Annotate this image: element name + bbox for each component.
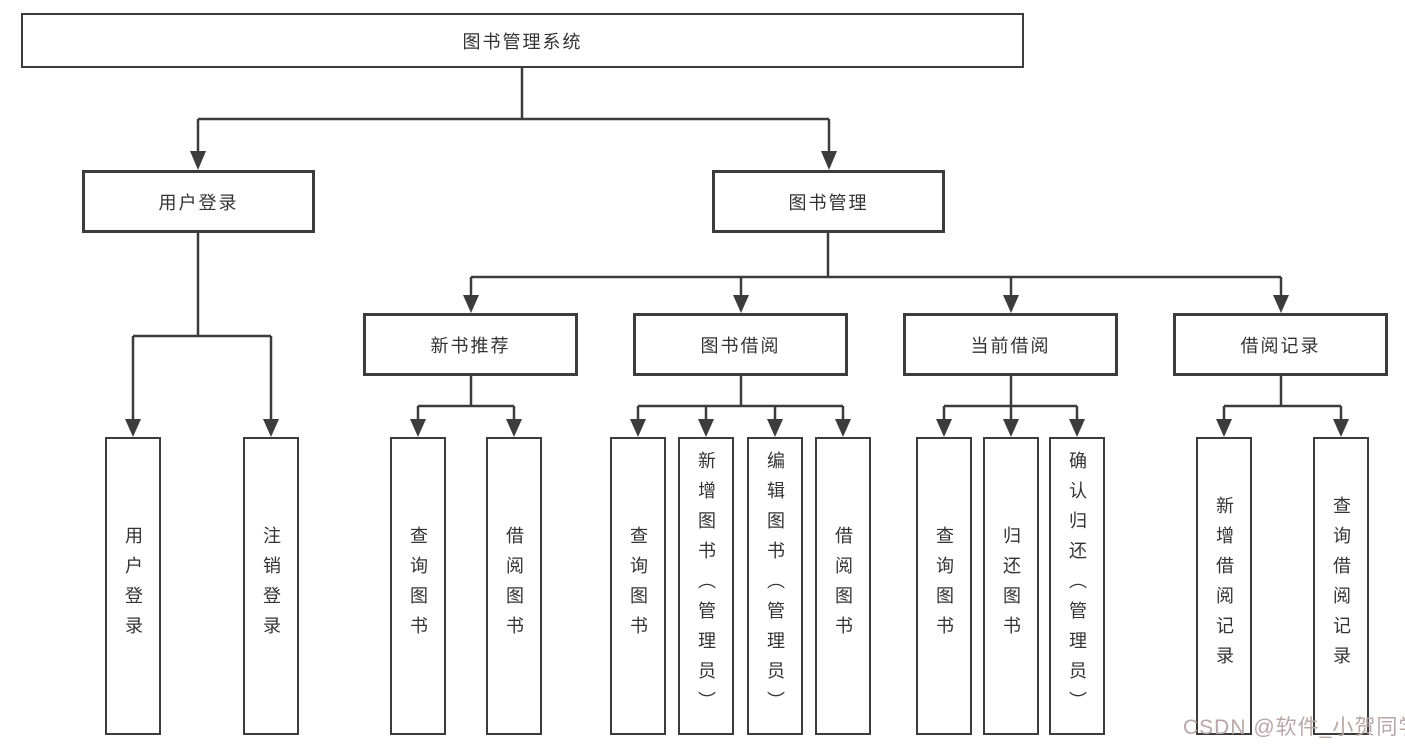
arrow-icon <box>263 419 279 437</box>
leaf-records-add-record: 新增借阅记录 <box>1196 437 1252 735</box>
node-user-login-branch: 用户登录 <box>82 170 315 233</box>
node-user-login-branch-label: 用户登录 <box>158 192 239 213</box>
leaf-records-query-record: 查询借阅记录 <box>1313 437 1369 735</box>
leaf-recommend-query-books-label: 查询图书 <box>408 526 428 646</box>
node-root-system: 图书管理系统 <box>21 13 1024 68</box>
leaf-current-confirm-return-admin-label: 确认归还（管理员） <box>1067 451 1087 721</box>
leaf-recommend-borrow-books-label: 借阅图书 <box>504 526 524 646</box>
arrow-icon <box>190 151 206 170</box>
leaf-records-query-record-label: 查询借阅记录 <box>1331 496 1351 676</box>
leaf-borrowing-query-books: 查询图书 <box>610 437 666 735</box>
leaf-current-return-books-label: 归还图书 <box>1001 526 1021 646</box>
leaf-current-confirm-return-admin: 确认归还（管理员） <box>1049 437 1105 735</box>
wire-records-to-leaves <box>1222 376 1343 420</box>
csdn-watermark: CSDN @软件_小贺同学 <box>1183 716 1405 739</box>
arrow-icon <box>125 419 141 437</box>
node-new-book-recommend: 新书推荐 <box>363 313 578 376</box>
node-borrowing-records: 借阅记录 <box>1173 313 1388 376</box>
arrow-icon <box>767 419 783 437</box>
node-book-management-branch-label: 图书管理 <box>788 192 869 213</box>
leaf-recommend-borrow-books: 借阅图书 <box>486 437 542 735</box>
leaf-logout-label: 注销登录 <box>261 526 281 646</box>
wire-root-to-level2 <box>196 68 831 153</box>
node-current-borrowing-label: 当前借阅 <box>970 335 1051 356</box>
leaf-borrowing-borrow-books-label: 借阅图书 <box>833 526 853 646</box>
leaf-current-query-books-label: 查询图书 <box>934 526 954 646</box>
arrow-icon <box>1333 419 1349 437</box>
leaf-borrowing-borrow-books: 借阅图书 <box>815 437 871 735</box>
node-book-borrowing: 图书借阅 <box>633 313 848 376</box>
leaf-records-add-record-label: 新增借阅记录 <box>1214 496 1234 676</box>
leaf-borrowing-edit-books-admin: 编辑图书（管理员） <box>747 437 803 735</box>
arrow-icon <box>1216 419 1232 437</box>
arrow-icon <box>1003 295 1019 313</box>
leaf-borrowing-edit-books-admin-label: 编辑图书（管理员） <box>765 451 785 721</box>
arrow-icon <box>1069 419 1085 437</box>
arrow-icon <box>410 419 426 437</box>
arrow-icon <box>630 419 646 437</box>
leaf-borrowing-add-books-admin: 新增图书（管理员） <box>678 437 734 735</box>
leaf-borrowing-query-books-label: 查询图书 <box>628 526 648 646</box>
arrow-icon <box>463 295 479 313</box>
arrow-icon <box>821 151 837 170</box>
arrow-icon <box>1003 419 1019 437</box>
node-book-borrowing-label: 图书借阅 <box>700 335 781 356</box>
arrowheads <box>125 151 1349 437</box>
leaf-current-query-books: 查询图书 <box>916 437 972 735</box>
node-root-system-label: 图书管理系统 <box>462 31 583 52</box>
wire-current-to-leaves <box>942 376 1079 420</box>
leaf-user-login: 用户登录 <box>105 437 161 735</box>
node-book-management-branch: 图书管理 <box>712 170 945 233</box>
node-new-book-recommend-label: 新书推荐 <box>430 335 511 356</box>
wire-borrow-to-leaves <box>636 376 845 420</box>
wire-recommend-to-leaves <box>416 376 516 420</box>
arrow-icon <box>835 419 851 437</box>
node-borrowing-records-label: 借阅记录 <box>1240 335 1321 356</box>
arrow-icon <box>936 419 952 437</box>
leaf-current-return-books: 归还图书 <box>983 437 1039 735</box>
wire-login-to-leaves <box>131 233 273 420</box>
arrow-icon <box>1273 295 1289 313</box>
arrow-icon <box>733 295 749 313</box>
leaf-user-login-label: 用户登录 <box>123 526 143 646</box>
leaf-borrowing-add-books-admin-label: 新增图书（管理员） <box>696 451 716 721</box>
wire-mgmt-to-level3 <box>469 233 1283 296</box>
arrow-icon <box>506 419 522 437</box>
leaf-recommend-query-books: 查询图书 <box>390 437 446 735</box>
node-current-borrowing: 当前借阅 <box>903 313 1118 376</box>
leaf-logout: 注销登录 <box>243 437 299 735</box>
arrow-icon <box>698 419 714 437</box>
